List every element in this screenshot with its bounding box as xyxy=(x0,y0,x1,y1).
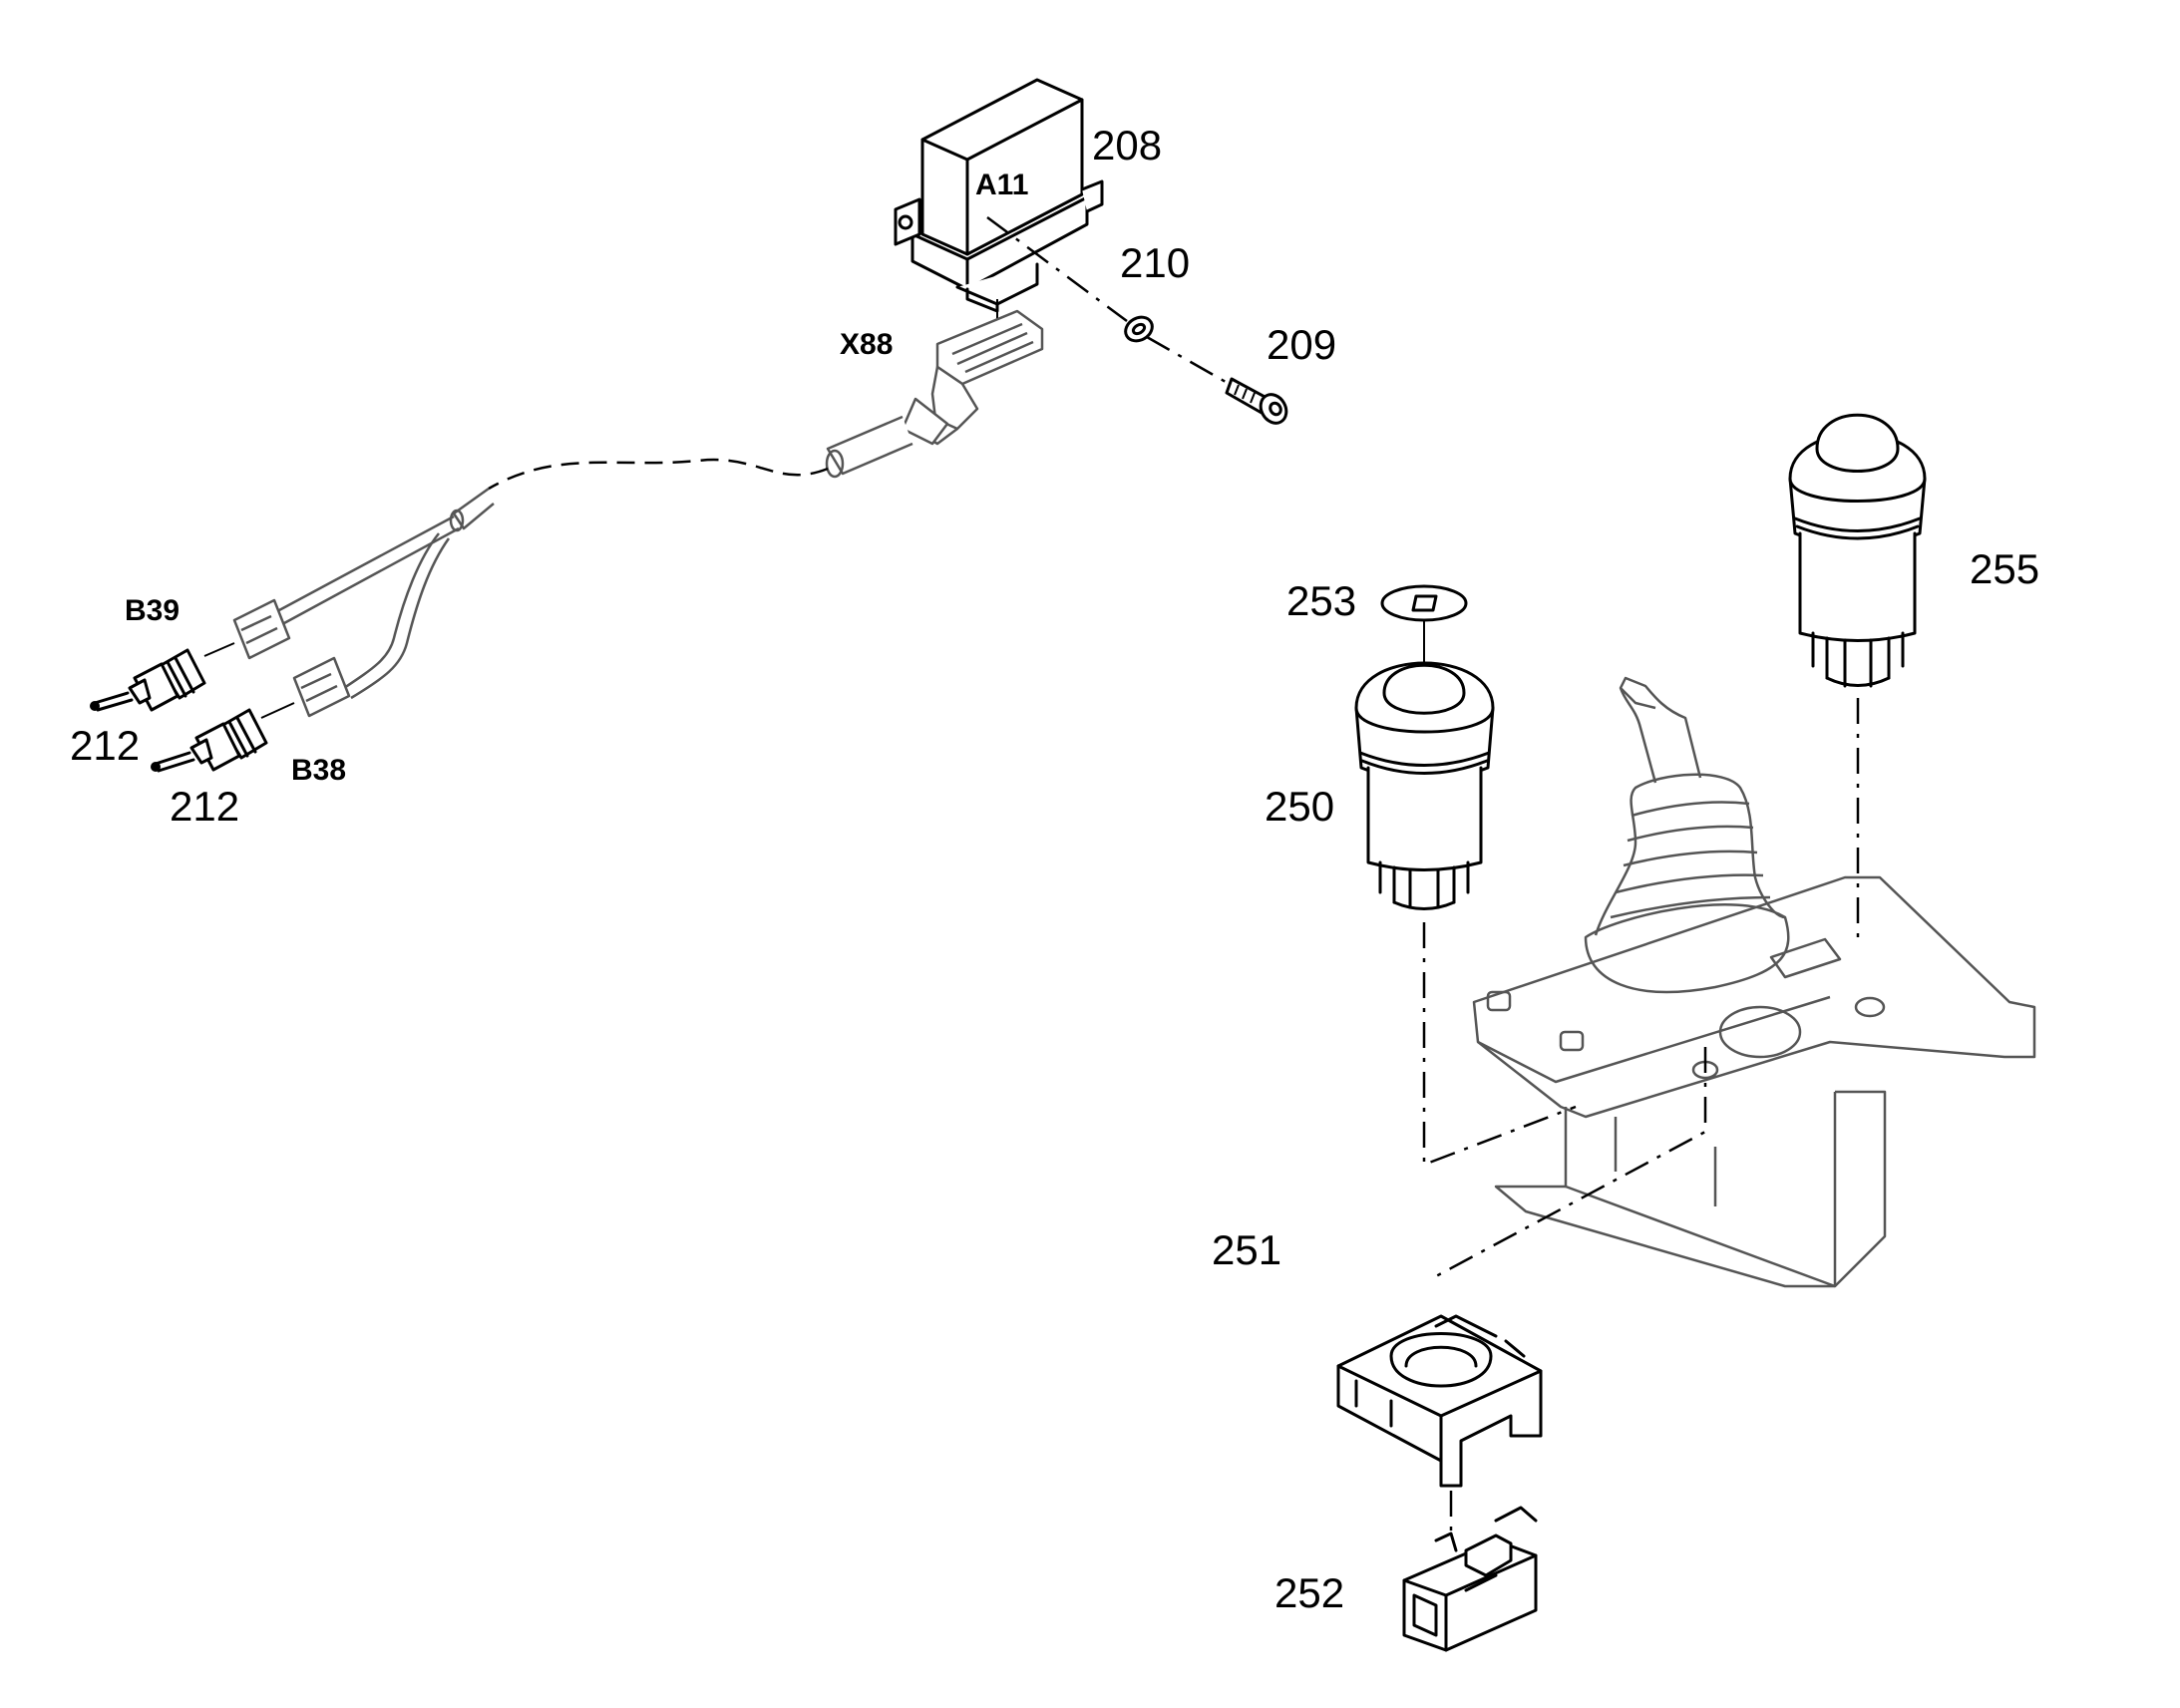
lens-253 xyxy=(1380,584,1468,622)
callout-251: 251 xyxy=(1212,1226,1281,1273)
callout-252: 252 xyxy=(1274,1569,1344,1616)
callout-209: 209 xyxy=(1267,321,1336,368)
switch-holder-251 xyxy=(1336,1314,1543,1488)
designator-x88: X88 xyxy=(840,328,893,361)
pushbutton-255 xyxy=(1788,413,1927,688)
callout-255: 255 xyxy=(1970,545,2039,592)
pushbutton-250 xyxy=(1354,661,1495,910)
washer-210 xyxy=(1124,315,1154,343)
connector-x88 xyxy=(913,309,1044,446)
designator-b38: B38 xyxy=(291,754,346,787)
wire-harness xyxy=(278,397,949,700)
callout-250: 250 xyxy=(1265,783,1334,830)
callout-212-lower: 212 xyxy=(170,783,239,830)
temperature-sensor-212-lower xyxy=(151,708,268,773)
callout-210: 210 xyxy=(1120,239,1190,286)
callout-212-upper: 212 xyxy=(70,722,140,769)
contact-block-252 xyxy=(1402,1506,1538,1652)
control-module-a11: A11 xyxy=(894,78,1104,313)
temperature-sensor-212-upper xyxy=(90,648,206,712)
joystick-bracket-assembly xyxy=(1472,676,2036,1288)
sensor-plug-b39: B39 xyxy=(125,594,291,660)
callout-208: 208 xyxy=(1092,122,1162,169)
sensor-plug-b38: B38 xyxy=(260,656,351,787)
screw-209 xyxy=(1225,377,1288,425)
callout-253: 253 xyxy=(1286,577,1356,624)
designator-b39: B39 xyxy=(125,594,180,627)
designator-a11: A11 xyxy=(975,169,1028,201)
